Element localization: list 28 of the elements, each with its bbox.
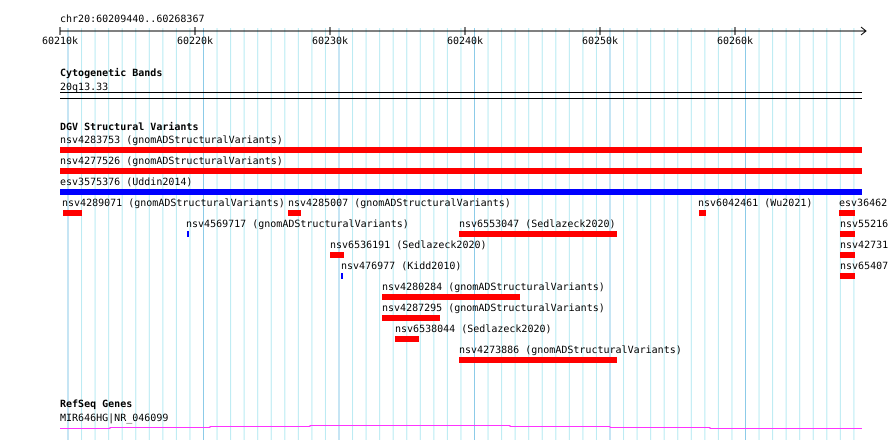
- scale-tick-label: 60230k: [312, 36, 348, 47]
- scale-tick-label: 60260k: [716, 36, 754, 47]
- variant-label: nsv476977 (Kidd2010): [341, 261, 462, 272]
- scale-tick-label: 60210k: [42, 36, 78, 47]
- variant-label: esv36462: [839, 198, 888, 209]
- scale-tick-label: 60240k: [446, 36, 484, 47]
- variant-label: nsv4277526 (gnomADStructuralVariants): [60, 156, 283, 167]
- variant-label: nsv6042461 (Wu2021): [698, 198, 812, 209]
- scale-tick-label: 60250k: [582, 36, 618, 47]
- track-heading: DGV Structural Variants: [60, 122, 198, 133]
- variant-label: nsv4285007 (gnomADStructuralVariants): [288, 198, 511, 209]
- variant-label: nsv6538044 (Sedlazeck2020): [395, 324, 552, 335]
- variant-label: nsv4289071 (gnomADStructuralVariants): [62, 198, 285, 209]
- variant-label: nsv6553047 (Sedlazeck2020): [459, 219, 616, 230]
- variant-label: nsv4569717 (gnomADStructuralVariants): [186, 219, 409, 230]
- variant-label: nsv6536191 (Sedlazeck2020): [330, 240, 487, 251]
- locus-label: chr20:60209440..60268367: [60, 14, 204, 25]
- variant-label: nsv65407: [840, 261, 888, 272]
- variant-label: nsv42731: [840, 240, 888, 251]
- variant-label: nsv55216: [840, 219, 888, 230]
- scale-tick-label: 60220k: [176, 36, 214, 47]
- band-label: 20q13.33: [60, 82, 108, 93]
- variant-label: nsv4283753 (gnomADStructuralVariants): [60, 135, 283, 146]
- variant-label: nsv4280284 (gnomADStructuralVariants): [382, 282, 605, 293]
- variant-label: nsv4273886 (gnomADStructuralVariants): [459, 345, 682, 356]
- variant-label: esv3575376 (Uddin2014): [60, 177, 192, 188]
- gene-label: MIR646HG|NR_046099: [60, 413, 168, 424]
- variant-label: nsv4287295 (gnomADStructuralVariants): [382, 303, 605, 314]
